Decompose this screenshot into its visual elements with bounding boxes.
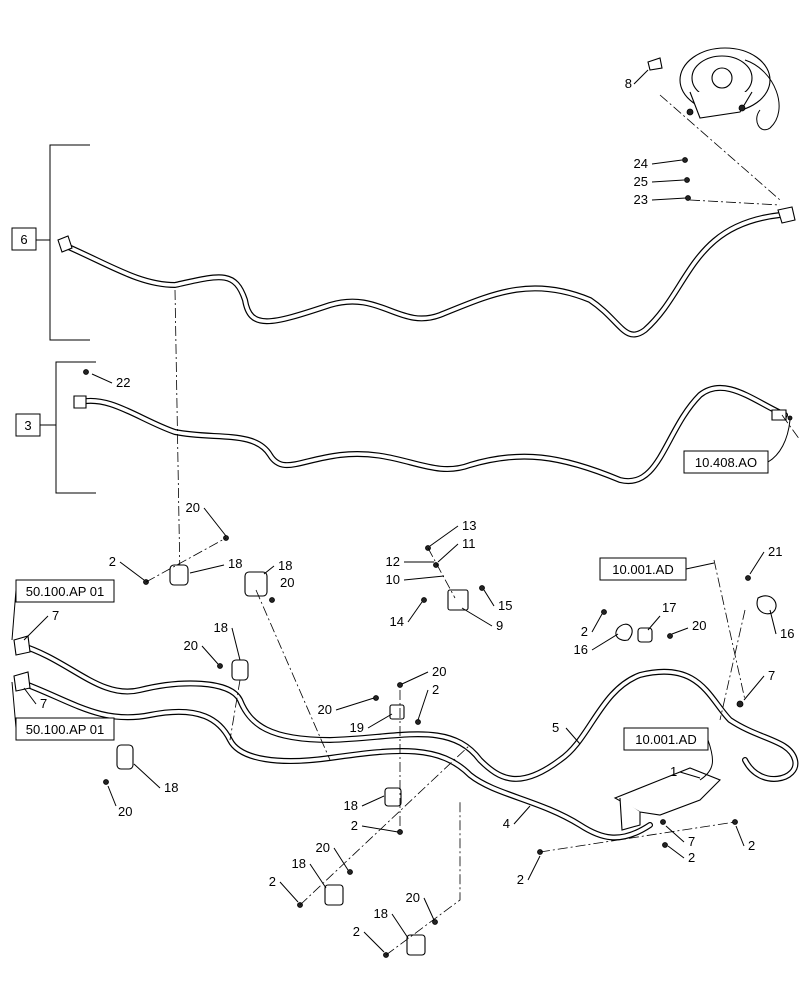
callout-2g: 2 bbox=[517, 872, 524, 887]
callout-10: 10 bbox=[386, 572, 400, 587]
callout-2i: 2 bbox=[748, 838, 755, 853]
hose-assembly-3 bbox=[73, 384, 788, 485]
reference-label: 10.001.AD bbox=[612, 562, 673, 577]
callout-1: 1 bbox=[670, 764, 677, 779]
callout-20e: 20 bbox=[432, 664, 446, 679]
callout-17: 17 bbox=[662, 600, 676, 615]
callout-7a: 7 bbox=[52, 608, 59, 623]
fasteners bbox=[83, 369, 793, 958]
reference-50-100-ap-01-lower[interactable]: 50.100.AP 01 bbox=[15, 717, 115, 741]
callout-2a: 2 bbox=[109, 554, 116, 569]
callout-13: 13 bbox=[462, 518, 476, 533]
callout-18e: 18 bbox=[344, 798, 358, 813]
callout-18b: 18 bbox=[278, 558, 292, 573]
clamps bbox=[116, 564, 777, 956]
callout-20b: 20 bbox=[280, 575, 294, 590]
reference-label: 10.001.AD bbox=[635, 732, 696, 747]
assembly-label-box-6 bbox=[11, 227, 37, 251]
reference-10-408-ao[interactable]: 10.408.AO bbox=[683, 450, 769, 474]
callout-24: 24 bbox=[634, 156, 648, 171]
callout-20a: 20 bbox=[186, 500, 200, 515]
callout-11: 11 bbox=[462, 536, 476, 551]
callout-4: 4 bbox=[503, 816, 510, 831]
callout-20i: 20 bbox=[406, 890, 420, 905]
callout-20d: 20 bbox=[184, 638, 198, 653]
reference-10-001-ad-lower[interactable]: 10.001.AD bbox=[623, 727, 709, 751]
callout-18g: 18 bbox=[374, 906, 388, 921]
callout-2h: 2 bbox=[688, 850, 695, 865]
callout-23: 23 bbox=[634, 192, 648, 207]
callout-15: 15 bbox=[498, 598, 512, 613]
hose-assembly-6 bbox=[57, 206, 796, 338]
callout-2f: 2 bbox=[353, 924, 360, 939]
callout-20c: 20 bbox=[692, 618, 706, 633]
callout-14: 14 bbox=[390, 614, 404, 629]
callout-20h: 20 bbox=[316, 840, 330, 855]
callout-9: 9 bbox=[496, 618, 503, 633]
callout-18d: 18 bbox=[164, 780, 178, 795]
reference-10-001-ad-upper[interactable]: 10.001.AD bbox=[599, 557, 687, 581]
reference-label: 10.408.AO bbox=[695, 455, 757, 470]
callout-2b: 2 bbox=[581, 624, 588, 639]
callout-18a: 18 bbox=[228, 556, 242, 571]
ac-compressor bbox=[647, 47, 780, 131]
assembly-label-3: 3 bbox=[24, 418, 31, 433]
callout-7b: 7 bbox=[40, 696, 47, 711]
hose-bundle-lower bbox=[13, 635, 799, 841]
callout-16b: 16 bbox=[574, 642, 588, 657]
callout-20g: 20 bbox=[118, 804, 132, 819]
callout-16a: 16 bbox=[780, 626, 794, 641]
reference-50-100-ap-01-upper[interactable]: 50.100.AP 01 bbox=[15, 579, 115, 603]
reference-label: 50.100.AP 01 bbox=[26, 722, 105, 737]
callout-2e: 2 bbox=[269, 874, 276, 889]
callout-7d: 7 bbox=[688, 834, 695, 849]
callout-22: 22 bbox=[116, 375, 130, 390]
assembly-label-6: 6 bbox=[20, 232, 27, 247]
callout-8: 8 bbox=[625, 76, 632, 91]
callout-20f: 20 bbox=[318, 702, 332, 717]
fitting-stack-24-25-23 bbox=[682, 157, 691, 201]
callout-18f: 18 bbox=[292, 856, 306, 871]
callout-21: 21 bbox=[768, 544, 782, 559]
assembly-label-box-3 bbox=[15, 413, 41, 437]
callout-7c: 7 bbox=[768, 668, 775, 683]
callout-25: 25 bbox=[634, 174, 648, 189]
callout-19: 19 bbox=[350, 720, 364, 735]
callout-5: 5 bbox=[552, 720, 559, 735]
callout-12: 12 bbox=[386, 554, 400, 569]
bracket-component-1 bbox=[613, 767, 721, 816]
callout-2c: 2 bbox=[432, 682, 439, 697]
callout-2d: 2 bbox=[351, 818, 358, 833]
reference-label: 50.100.AP 01 bbox=[26, 584, 105, 599]
callout-18c: 18 bbox=[214, 620, 228, 635]
